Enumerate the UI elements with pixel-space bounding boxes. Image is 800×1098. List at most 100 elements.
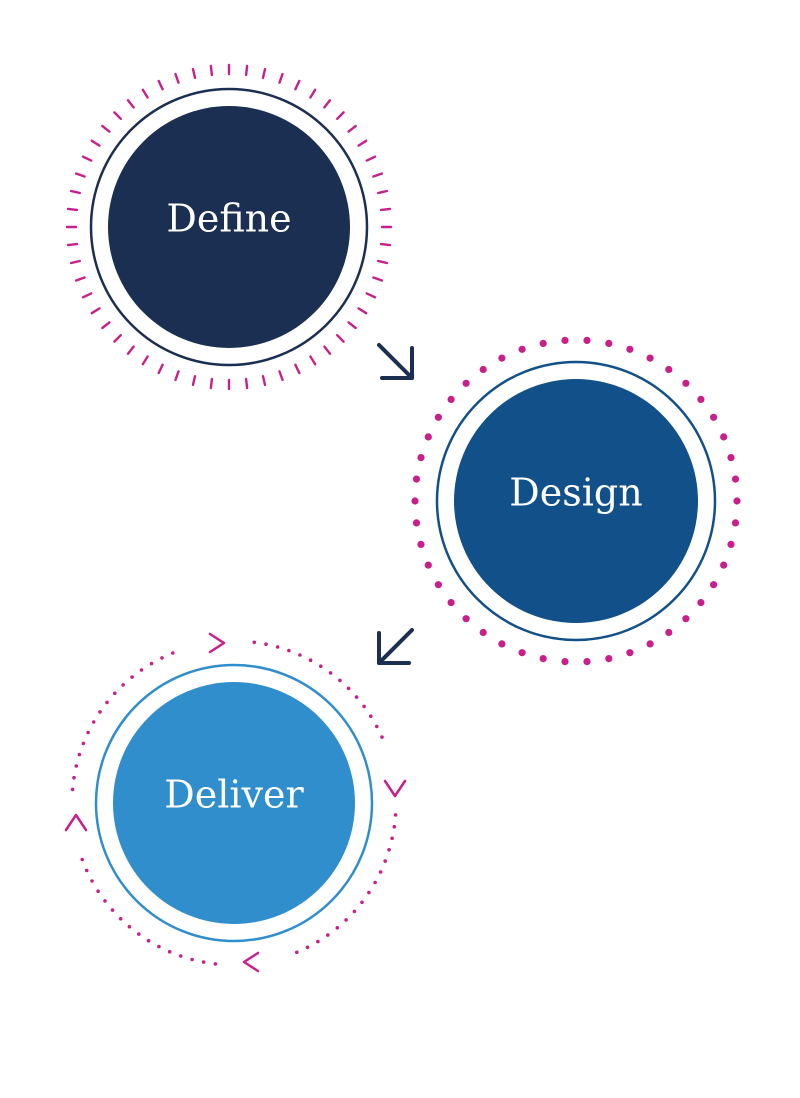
cycle-dot — [86, 730, 90, 735]
cycle-dot — [326, 933, 330, 937]
tick-mark — [66, 207, 79, 212]
tick-mark — [309, 88, 317, 99]
cycle-arrowhead-icon — [64, 813, 88, 832]
cycle-dot — [118, 916, 123, 921]
cycle-dot — [252, 640, 257, 645]
tick-mark — [278, 370, 284, 382]
ring-dot — [561, 658, 569, 666]
ring-dot — [498, 354, 506, 362]
ring-dot — [727, 454, 735, 462]
tick-mark — [336, 111, 345, 121]
ring-dot — [434, 413, 442, 421]
ring-dot — [447, 395, 455, 403]
ring-dot — [417, 540, 425, 549]
cycle-dot — [373, 880, 377, 885]
stage-deliver: Deliver — [64, 632, 407, 973]
tick-mark — [174, 72, 180, 84]
tick-mark — [101, 124, 111, 133]
ring-dot — [682, 379, 690, 387]
ring-dot — [697, 395, 705, 403]
cycle-dot — [171, 651, 175, 655]
cycle-dot — [74, 764, 79, 768]
tick-mark — [372, 172, 384, 178]
cycle-dot — [305, 945, 310, 950]
cycle-dot — [360, 900, 364, 905]
cycle-dot — [103, 899, 107, 903]
tick-mark — [69, 259, 82, 265]
tick-mark — [157, 79, 164, 91]
cycle-arrowhead-icon — [242, 951, 260, 973]
cycle-dot — [393, 813, 398, 817]
cycle-dot — [298, 653, 302, 657]
ring-dot — [605, 655, 613, 663]
tick-mark — [323, 99, 332, 109]
cycle-dot — [344, 918, 348, 922]
define-circle — [108, 106, 350, 348]
define-label: Define — [166, 197, 291, 241]
tick-mark — [90, 139, 101, 147]
ring-dot — [682, 615, 690, 623]
ring-dot — [462, 615, 470, 623]
design-circle — [454, 379, 698, 623]
ring-dot — [731, 475, 740, 483]
cycle-dot — [354, 695, 359, 699]
ring-dot — [605, 339, 613, 347]
tick-mark — [113, 334, 123, 343]
ring-dot — [561, 336, 569, 344]
define-outer-ring — [89, 87, 369, 367]
tick-mark — [365, 155, 377, 162]
cycle-dot — [105, 700, 109, 705]
tick-mark — [261, 375, 267, 387]
cycle-dot — [81, 741, 86, 746]
cycle-arrowhead-icon — [383, 779, 407, 798]
tick-mark — [357, 139, 368, 147]
cycle-dot — [383, 859, 388, 863]
cycle-dot — [160, 656, 164, 660]
ring-dot — [583, 658, 591, 666]
cycle-dot — [367, 890, 371, 895]
cycle-dot — [157, 944, 161, 949]
tick-mark — [191, 67, 197, 80]
tick-mark — [66, 242, 79, 247]
tick-mark — [81, 292, 93, 299]
cycle-dot — [139, 668, 144, 672]
design-label: Design — [509, 471, 642, 515]
cycle-dot — [90, 879, 94, 883]
cycle-dot — [137, 932, 141, 936]
cycle-dot — [98, 710, 102, 714]
tick-mark — [309, 355, 317, 366]
tick-mark — [90, 307, 101, 315]
ring-dot — [710, 413, 718, 421]
ring-dot — [479, 365, 487, 374]
cycle-dot — [201, 960, 206, 964]
deliver-circle — [113, 682, 355, 924]
tick-mark — [141, 88, 149, 99]
cycle-dot — [167, 949, 172, 954]
tick-mark — [261, 67, 267, 80]
cycle-dot — [346, 686, 351, 691]
cycle-dot — [149, 661, 154, 666]
tick-mark — [379, 242, 392, 247]
tick-mark — [244, 377, 249, 390]
ring-dot — [412, 519, 421, 527]
cycle-dot — [127, 924, 132, 929]
ring-dot — [697, 599, 705, 607]
ring-dot — [646, 640, 654, 648]
cycle-dot — [146, 938, 151, 943]
design-dotted-ring — [411, 336, 741, 666]
tick-mark — [294, 363, 301, 375]
cycle-dot — [380, 735, 384, 739]
cycle-dot — [70, 787, 75, 792]
tick-mark — [377, 189, 389, 195]
cycle-dot — [287, 648, 291, 653]
cycle-dot — [121, 683, 125, 687]
ring-dot — [720, 433, 728, 441]
ring-dot — [646, 354, 654, 362]
tick-mark — [74, 276, 86, 282]
cycle-dot — [130, 675, 134, 679]
cycle-dot — [362, 704, 366, 709]
ring-dot — [665, 628, 673, 637]
cycle-dot — [178, 954, 183, 958]
tick-mark — [294, 79, 301, 91]
